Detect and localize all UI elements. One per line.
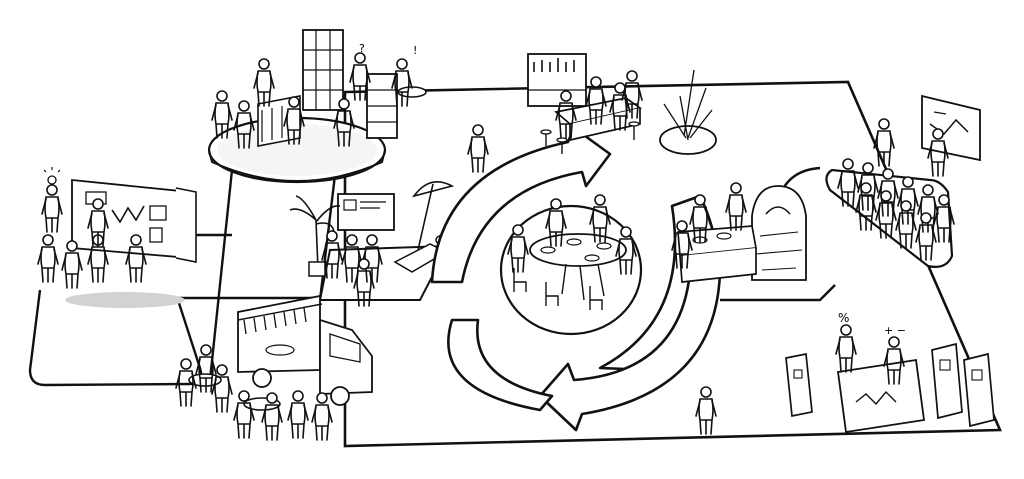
reception-desk <box>836 358 926 434</box>
presentation-zone <box>28 167 203 387</box>
palm-plant-icon <box>289 195 341 277</box>
plant-bed <box>659 69 717 155</box>
shadow <box>65 292 185 308</box>
screen <box>337 193 395 231</box>
person-icon <box>287 390 309 439</box>
reception-zone: % + − <box>785 311 995 434</box>
auditorium-zone <box>825 94 981 268</box>
bookshelf-icon <box>302 29 344 111</box>
exclamation-mark: ! <box>413 44 417 57</box>
bookshelf-icon <box>366 73 398 139</box>
person-icon <box>233 390 255 439</box>
percent-sign: % <box>838 311 849 325</box>
bar-counter-icon <box>527 53 643 154</box>
dining-table-icon <box>529 233 627 301</box>
person-icon <box>253 58 275 107</box>
person-icon <box>41 184 63 233</box>
library-zone: ? ! <box>207 29 427 184</box>
kiosk-terminal-icon <box>785 352 813 418</box>
kiosk-terminal-icon <box>963 352 995 428</box>
plus-minus-sign: + − <box>884 324 906 337</box>
kitchen-zone <box>671 182 807 283</box>
person-icon <box>37 234 59 283</box>
lightbulb-icon <box>43 167 61 185</box>
kiosk-terminal-icon <box>931 342 963 420</box>
food-truck-zone <box>175 294 373 441</box>
question-mark: ? <box>359 42 365 55</box>
pizza-oven-icon <box>751 185 807 281</box>
lounge-zone <box>289 180 455 307</box>
person-icon <box>311 392 333 441</box>
food-truck-icon <box>237 294 373 406</box>
